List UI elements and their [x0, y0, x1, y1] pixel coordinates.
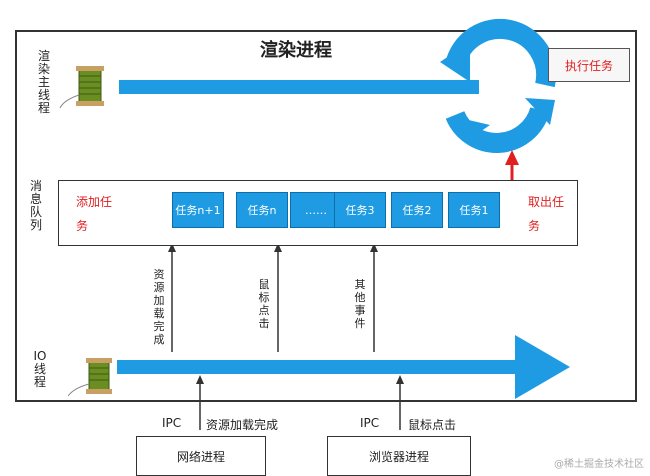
spool-icon-io — [68, 358, 112, 396]
network-process-box: 网络进程 — [136, 436, 266, 476]
ipc-label: IPC — [162, 416, 181, 430]
task-item: 任务2 — [391, 192, 443, 228]
event-label: 资源加载完成 — [152, 268, 166, 346]
spool-icon-main — [60, 66, 104, 108]
browser-process-box: 浏览器进程 — [327, 436, 471, 476]
main-thread-bar — [119, 80, 479, 94]
io-thread-label: IO线程 — [32, 350, 48, 389]
io-thread-bar — [117, 360, 547, 374]
message-queue-label: 消息队列 — [28, 180, 44, 232]
exec-task-callout: 执行任务 — [548, 48, 630, 82]
task-item: 任务3 — [334, 192, 386, 228]
task-item: 任务n+1 — [172, 192, 224, 228]
event-label: 鼠标点击 — [257, 278, 271, 330]
take-task-label: 取出任务 — [528, 190, 568, 238]
task-item: 任务1 — [448, 192, 500, 228]
add-task-label: 添加任务 — [76, 190, 120, 238]
event-label: 其他事件 — [353, 278, 367, 330]
ipc-event-label: 鼠标点击 — [408, 416, 456, 433]
task-item: 任务n — [236, 192, 288, 228]
ipc-label: IPC — [360, 416, 379, 430]
watermark: @稀土掘金技术社区 — [554, 455, 644, 470]
ipc-event-label: 资源加载完成 — [206, 416, 278, 433]
